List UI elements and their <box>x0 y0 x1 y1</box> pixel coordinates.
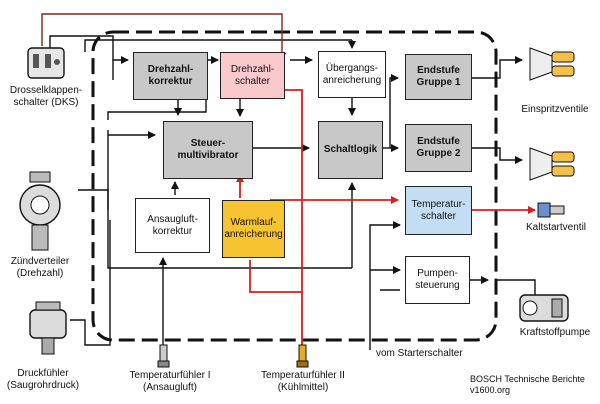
label-credit: BOSCH Technische Berichte v1600.org <box>470 374 585 395</box>
label-temperaturfuehler-1: Temperaturfühler I (Ansaugluft) <box>129 370 211 393</box>
control-unit-boundary <box>91 30 498 342</box>
block-steuermultivibrator: Steuer- multivibrator <box>163 121 253 179</box>
distributor-icon <box>19 171 61 251</box>
block-temperaturschalter: Temperatur- schalter <box>405 186 472 235</box>
block-warmlaufanreicherung: Warmlauf- anreicherung <box>222 200 285 258</box>
block-uebergangsanreicherung: Übergangs- anreicherung <box>318 51 386 98</box>
label-druckfuehler: Druckfühler (Saugrohrdruck) <box>6 368 80 391</box>
block-endstufe-2: Endstufe Gruppe 2 <box>405 124 472 172</box>
label-kraftstoffpumpe: Kraftstoffpumpe <box>519 327 591 338</box>
block-drehzahlschalter: Drehzahl- schalter <box>220 52 285 99</box>
air-temp-sensor-icon <box>157 344 170 368</box>
throttle-switch-icon <box>27 47 65 79</box>
injectors-icon <box>529 47 575 181</box>
label-kaltstartventil: Kaltstartventil <box>525 222 587 233</box>
label-zuendverteiler: Zündverteiler (Drehzahl) <box>10 256 70 279</box>
dks-line <box>41 13 286 61</box>
coolant-temp-sensor-icon <box>296 344 309 368</box>
block-schaltlogik: Schaltlogik <box>318 121 383 179</box>
block-endstufe-1: Endstufe Gruppe 1 <box>405 54 472 100</box>
label-starterschalter: vom Starterschalter <box>376 348 463 359</box>
label-drosselklappenschalter: Drosselklappen- schalter (DKS) <box>9 85 83 108</box>
signal-lines <box>49 35 536 350</box>
cold-start-valve-icon <box>537 202 565 218</box>
block-drehzahlkorrektur: Drehzahl- korrektur <box>133 52 208 100</box>
label-einspritzventile: Einspritzventile <box>521 104 589 115</box>
pressure-sensor-icon <box>29 301 67 355</box>
block-ansaugluftkorrektur: Ansaugluft- korrektur <box>135 198 210 253</box>
label-temperaturfuehler-2: Temperaturfühler II (Kühlmittel) <box>261 370 345 393</box>
fuel-pump-icon <box>519 294 569 322</box>
block-pumpensteuerung: Pumpen- steuerung <box>405 256 470 304</box>
